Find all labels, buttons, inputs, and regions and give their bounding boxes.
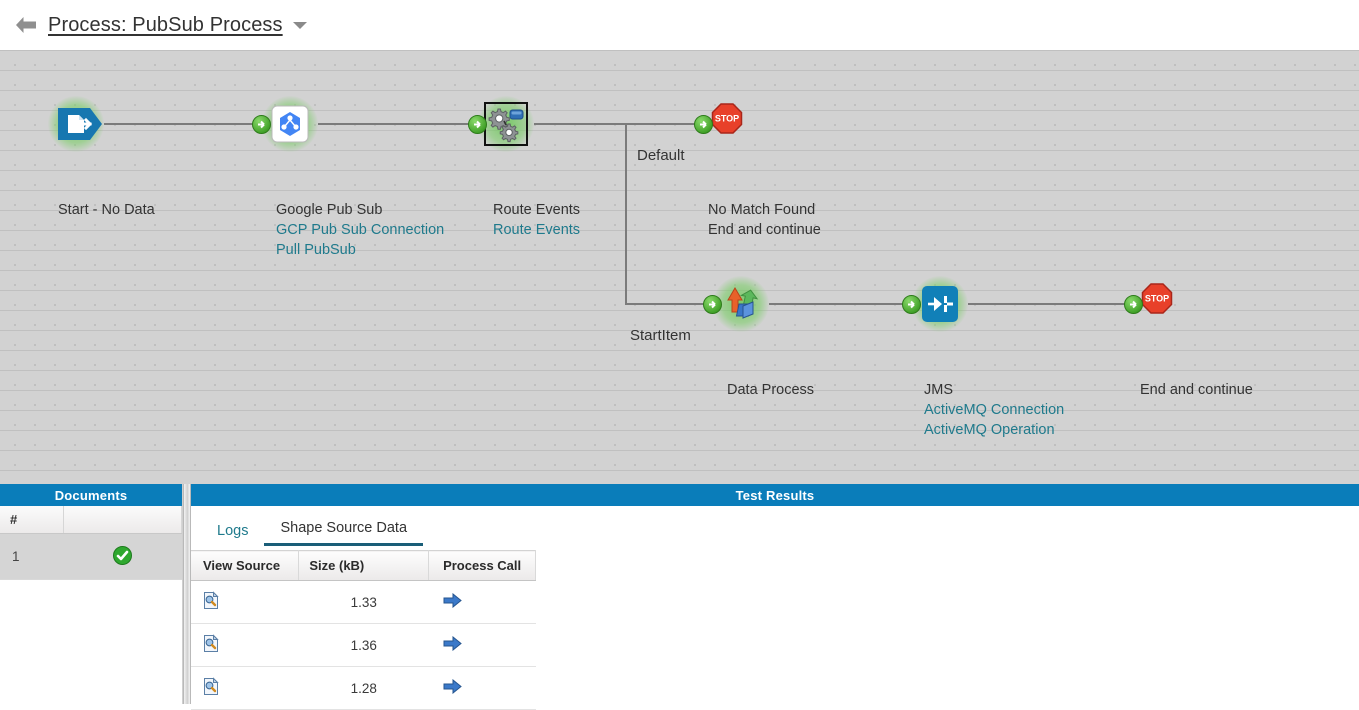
shape-source-data-table: View Source Size (kB) Process Call — [191, 550, 536, 710]
node-input-arrow-icon — [1124, 295, 1143, 314]
data-process-icon — [713, 276, 769, 332]
node-input-arrow-icon — [694, 115, 713, 134]
panel-splitter[interactable] — [183, 484, 191, 704]
process-call-arrow-icon[interactable] — [428, 623, 536, 667]
test-results-title: Test Results — [191, 484, 1359, 506]
size-value: 1.33 — [298, 580, 429, 624]
jms-plug-icon — [912, 276, 968, 332]
results-header-row: View Source Size (kB) Process Call — [191, 550, 536, 581]
table-row[interactable]: 1.28 — [191, 666, 536, 710]
node-label-data-process: Data Process — [727, 382, 815, 398]
results-tabs: Logs Shape Source Data — [191, 512, 1359, 546]
documents-col-status[interactable] — [63, 506, 182, 534]
node-label-route-events: Route Events — [493, 202, 581, 218]
table-row[interactable]: 1.36 — [191, 623, 536, 667]
stop-sign-icon: STOP — [711, 103, 743, 134]
node-input-arrow-icon — [902, 295, 921, 314]
documents-table: # 1 — [0, 506, 182, 580]
svg-text:STOP: STOP — [1145, 294, 1169, 304]
page-title[interactable]: Process: PubSub Process — [48, 13, 283, 36]
node-sublabel-jms-connection[interactable]: ActiveMQ Connection — [924, 402, 1065, 418]
node-sublabel-operation[interactable]: Pull PubSub — [276, 242, 356, 258]
node-sublabel-connection[interactable]: GCP Pub Sub Connection — [276, 222, 445, 238]
table-row[interactable]: 1 — [0, 533, 182, 580]
documents-panel-title: Documents — [0, 484, 182, 506]
back-arrow-icon[interactable] — [14, 14, 40, 36]
node-input-arrow-icon — [703, 295, 722, 314]
success-check-icon — [63, 533, 182, 580]
google-pubsub-icon — [262, 96, 318, 152]
size-value: 1.28 — [298, 666, 429, 710]
process-call-arrow-icon[interactable] — [428, 580, 536, 624]
svg-text:STOP: STOP — [715, 114, 739, 124]
node-selection-box — [484, 102, 528, 146]
test-results-panel: Test Results Logs Shape Source Data View… — [191, 484, 1359, 710]
view-source-icon[interactable] — [191, 623, 299, 667]
node-label-end-continue: End and continue — [1140, 382, 1253, 398]
node-sublabel-route-events[interactable]: Route Events — [493, 222, 581, 238]
documents-panel: Documents # 1 — [0, 484, 183, 704]
process-canvas[interactable]: Start - No Data Google Pub Sub GCP Pub S… — [0, 50, 1359, 484]
node-input-arrow-icon — [468, 115, 487, 134]
branch-label-startitem: StartItem — [630, 327, 691, 344]
node-label-no-match: No Match Found — [708, 202, 816, 218]
documents-col-number[interactable]: # — [0, 506, 65, 534]
node-sublabel-jms-operation[interactable]: ActiveMQ Operation — [924, 422, 1055, 438]
node-label-jms: JMS — [924, 382, 953, 398]
start-document-icon — [48, 96, 104, 152]
stop-sign-icon: STOP — [1141, 283, 1173, 314]
app-header: Process: PubSub Process — [0, 0, 1359, 50]
node-input-arrow-icon — [252, 115, 271, 134]
results-col-size[interactable]: Size (kB) — [298, 550, 430, 581]
size-value: 1.36 — [298, 623, 429, 667]
chevron-down-icon[interactable] — [292, 21, 307, 29]
branch-label-default: Default — [637, 147, 685, 164]
node-label-start: Start - No Data — [58, 202, 155, 218]
connector-wires — [104, 123, 1130, 305]
results-col-process-call[interactable]: Process Call — [428, 550, 536, 581]
tab-shape-source-data[interactable]: Shape Source Data — [264, 516, 424, 546]
bottom-section: Documents # 1 — [0, 484, 1359, 710]
view-source-icon[interactable] — [191, 666, 299, 710]
node-label-google-pubsub: Google Pub Sub — [276, 202, 383, 218]
results-col-view-source[interactable]: View Source — [191, 550, 300, 581]
process-call-arrow-icon[interactable] — [428, 666, 536, 710]
node-sublabel-no-match: End and continue — [708, 222, 821, 238]
documents-row-number: 1 — [0, 533, 64, 580]
gears-route-icon — [478, 96, 534, 152]
tab-logs[interactable]: Logs — [217, 523, 249, 539]
documents-header-row: # — [0, 506, 182, 534]
table-row[interactable]: 1.33 — [191, 580, 536, 624]
view-source-icon[interactable] — [191, 580, 299, 624]
